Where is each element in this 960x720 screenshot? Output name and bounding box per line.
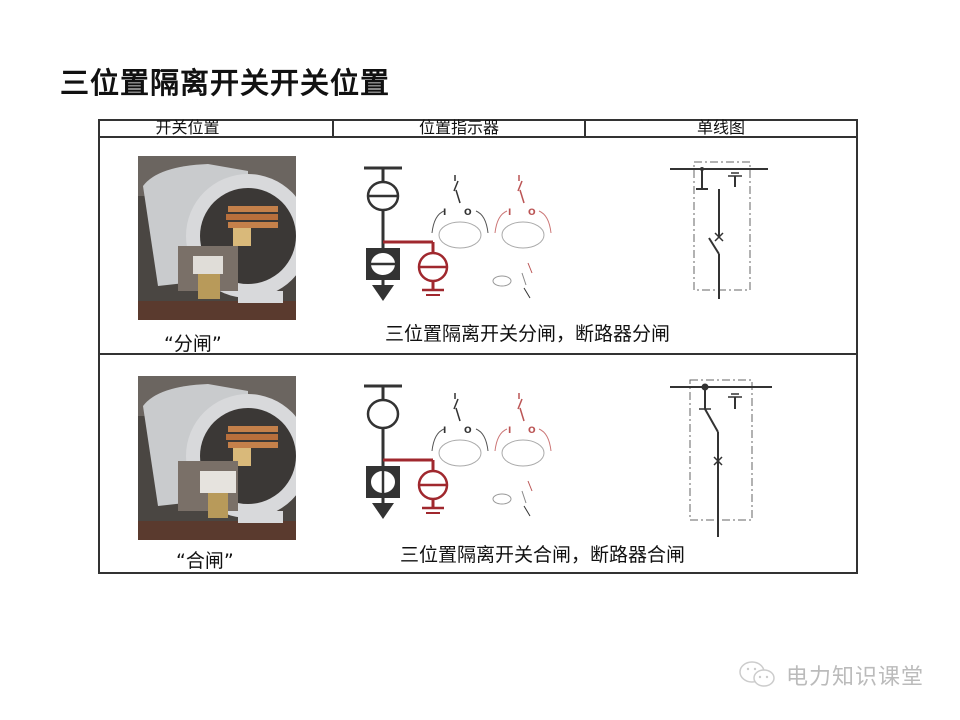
header-position-indicator: 位置指示器 bbox=[418, 119, 499, 136]
description-open: 三位置隔离开关分闸，断路器分闸 bbox=[385, 323, 671, 345]
header-divider-1 bbox=[332, 119, 334, 137]
svg-text:I: I bbox=[508, 208, 511, 218]
table-bottom-border bbox=[98, 572, 858, 574]
svg-text:O: O bbox=[528, 208, 536, 218]
header-bottom-border bbox=[98, 136, 858, 138]
switch-photo-closed bbox=[138, 376, 296, 540]
table-top-border bbox=[98, 119, 858, 121]
table-left-border bbox=[98, 119, 100, 574]
svg-text:I: I bbox=[443, 208, 446, 218]
watermark-text: 电力知识课堂 bbox=[786, 665, 925, 690]
switch-position-table: 开关位置 位置指示器 单线图 “分闸” bbox=[98, 119, 858, 574]
svg-text:I: I bbox=[443, 426, 446, 436]
header-switch-position: 开关位置 bbox=[155, 119, 220, 136]
watermark: 电力知识课堂 bbox=[738, 659, 924, 691]
position-label-open: “分闸” bbox=[164, 333, 222, 355]
page-title: 三位置隔离开关开关位置 bbox=[60, 66, 391, 100]
row-divider bbox=[98, 353, 858, 355]
wechat-icon bbox=[739, 661, 775, 687]
position-label-closed: “合闸” bbox=[176, 550, 234, 572]
table-right-border bbox=[856, 119, 858, 574]
header-single-line-diagram: 单线图 bbox=[696, 119, 745, 136]
svg-text:O: O bbox=[528, 426, 536, 436]
switch-photo-open bbox=[138, 156, 296, 320]
svg-text:O: O bbox=[464, 208, 472, 218]
header-divider-2 bbox=[584, 119, 586, 137]
description-closed: 三位置隔离开关合闸，断路器合闸 bbox=[400, 544, 686, 566]
single-line-diagram-open bbox=[670, 159, 780, 303]
svg-text:O: O bbox=[464, 426, 472, 436]
single-line-diagram-closed bbox=[670, 377, 780, 541]
position-indicator-closed: I O I O bbox=[360, 381, 580, 535]
svg-text:I: I bbox=[508, 426, 511, 436]
position-indicator-open: I O I O bbox=[360, 163, 580, 317]
